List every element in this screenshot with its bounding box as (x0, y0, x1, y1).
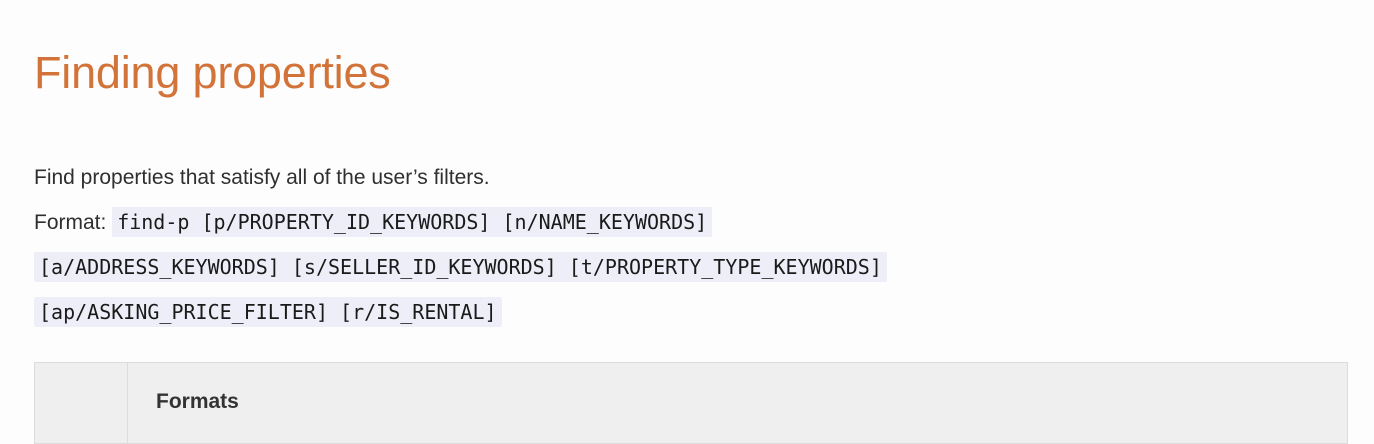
formats-table: Formats (34, 362, 1348, 444)
content-body: Find properties that satisfy all of the … (34, 155, 1340, 335)
command-format-code-line-1: find-p [p/PROPERTY_ID_KEYWORDS] [n/NAME_… (112, 207, 713, 237)
format-line-continuation-2: [a/ADDRESS_KEYWORDS] [s/SELLER_ID_KEYWOR… (34, 245, 1340, 290)
table-header-row: Formats (34, 362, 1348, 444)
command-format-code-line-3: [ap/ASKING_PRICE_FILTER] [r/IS_RENTAL] (34, 297, 502, 327)
page-title: Finding properties (34, 47, 391, 98)
table-header-blank (34, 362, 128, 444)
format-line: Format: find-p [p/PROPERTY_ID_KEYWORDS] … (34, 200, 1340, 245)
description-paragraph: Find properties that satisfy all of the … (34, 166, 490, 189)
format-label: Format: (34, 211, 107, 234)
command-format-code-line-2: [a/ADDRESS_KEYWORDS] [s/SELLER_ID_KEYWOR… (34, 252, 887, 282)
table-header-formats: Formats (127, 362, 1348, 444)
documentation-page: Finding properties Find properties that … (34, 47, 1348, 444)
format-line-continuation-3: [ap/ASKING_PRICE_FILTER] [r/IS_RENTAL] (34, 290, 1340, 335)
formats-table-head: Formats (34, 362, 1348, 444)
